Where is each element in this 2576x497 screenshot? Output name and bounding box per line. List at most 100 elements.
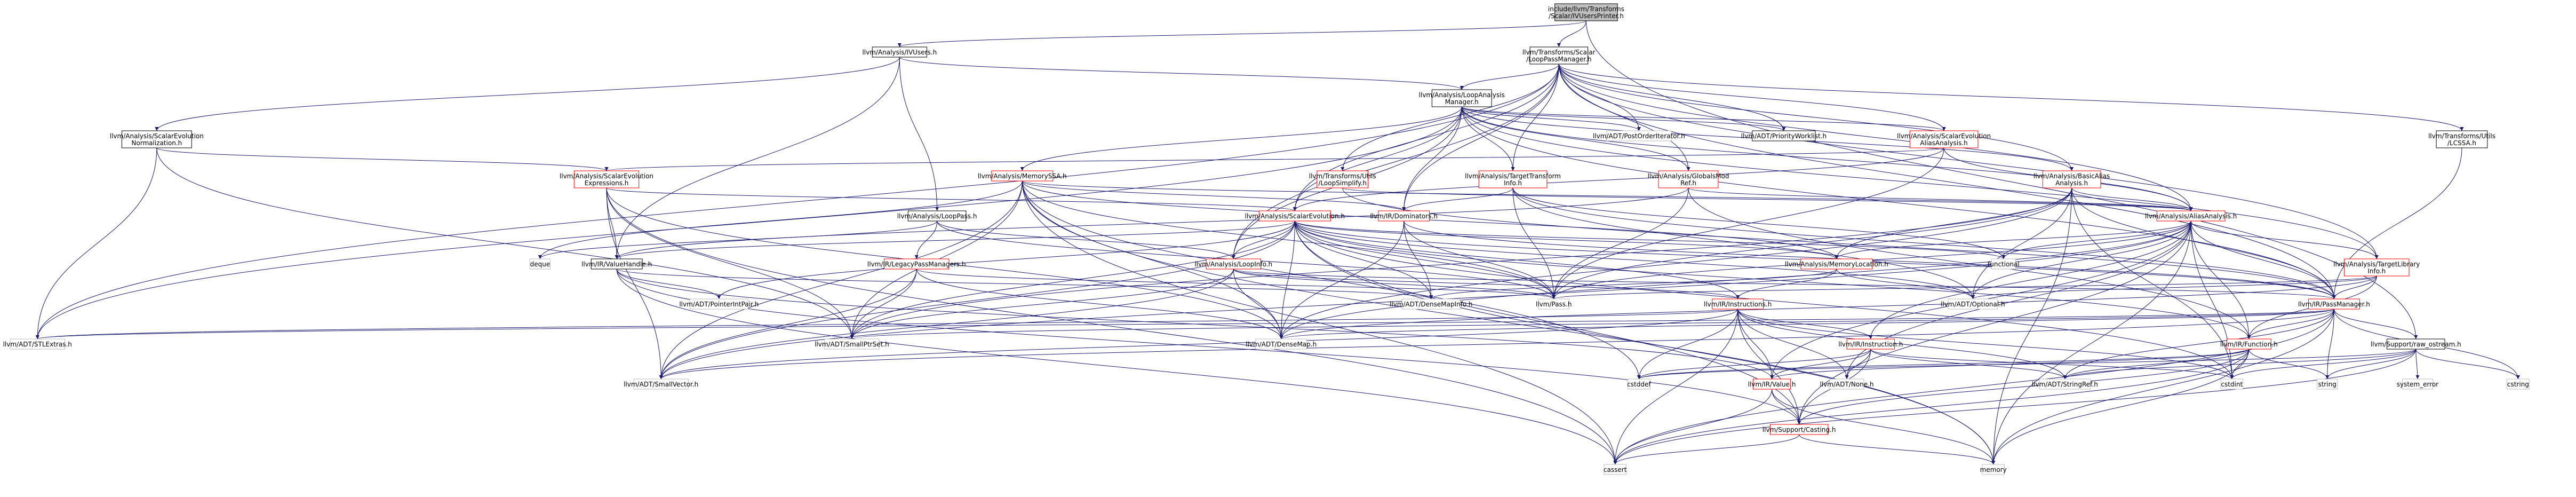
node-aliasanalysis[interactable]: llvm/Analysis/AliasAnalysis.h <box>2145 210 2237 222</box>
node-label: llvm/Analysis/LoopAnalysis <box>1419 91 1505 99</box>
node-label: Normalization.h <box>131 139 182 147</box>
edge-looppassmgr-to-stlextras <box>35 64 1559 340</box>
node-root: include/llvm/Transforms/Scalar/IVUsersPr… <box>1548 3 1624 21</box>
node-irvalue[interactable]: llvm/IR/Value.h <box>1748 378 1796 390</box>
edge-basicaa-to-memory <box>1991 187 2072 465</box>
node-rawostream[interactable]: llvm/Support/raw_ostream.h <box>2371 338 2461 350</box>
node-function[interactable]: llvm/IR/Function.h <box>2220 338 2278 350</box>
node-legacypassmgrs[interactable]: llvm/IR/LegacyPassManagers.h <box>867 258 966 270</box>
edge-loopanalysismgr-to-postorder <box>1461 106 1641 131</box>
node-box <box>529 258 551 270</box>
node-box <box>1317 170 1369 188</box>
edge-basicaa-to-passmanager <box>2071 187 2336 299</box>
edge-loopanalysismgr-to-stlextras <box>35 106 1462 340</box>
node-box <box>1846 338 1895 350</box>
node-box <box>1255 338 1307 350</box>
node-scevaa[interactable]: llvm/Analysis/ScalarEvolutionAliasAnalys… <box>1897 130 1991 148</box>
edge-looppassmgr-to-tli <box>1558 64 2379 259</box>
node-memoryssa[interactable]: llvm/Analysis/MemorySSA.h <box>978 170 1067 182</box>
node-label: Info.h <box>1504 179 1522 187</box>
node-scalarevolution[interactable]: llvm/Analysis/ScalarEvolution.h <box>1245 210 1345 222</box>
node-smallvector: llvm/ADT/SmallVector.h <box>624 378 698 390</box>
node-label: llvm/IR/Instruction.h <box>1838 341 1903 348</box>
node-box <box>1478 170 1548 188</box>
edge-looppass-to-deque <box>538 220 938 259</box>
node-looppass[interactable]: llvm/Analysis/LoopPass.h <box>897 210 977 222</box>
edge-basicaa-to-cstdint <box>2071 187 2234 380</box>
node-instructions[interactable]: llvm/IR/Instructions.h <box>1704 298 1772 310</box>
edge-basicaa-to-densemap <box>1279 187 2072 340</box>
node-label: /LCSSA.h <box>2447 139 2476 147</box>
edge-function-to-memory <box>1991 349 2250 465</box>
node-box <box>1769 424 1829 435</box>
node-label: llvm/IR/Function.h <box>2220 341 2278 348</box>
node-label: llvm/Pass.h <box>1536 301 1572 308</box>
node-box <box>591 258 643 270</box>
edge-casting-to-cassert <box>1613 434 1800 465</box>
edge-loopanalysismgr-to-globalsmodref <box>1461 106 1690 171</box>
node-box <box>2507 378 2530 390</box>
node-label: llvm/Analysis/ScalarEvolution.h <box>1245 212 1345 220</box>
edge-scalarevolution-to-valuehandle <box>615 220 1295 259</box>
node-loopinfo[interactable]: llvm/Analysis/LoopInfo.h <box>1194 258 1272 270</box>
edge-irvalue-to-cassert <box>1613 389 1773 465</box>
edge-looppassmgr-to-aliasanalysis <box>1558 64 2193 211</box>
edge-loopanalysismgr-to-memoryssa <box>1020 106 1462 171</box>
edge-tti-to-pass <box>1512 187 1556 299</box>
edge-loopanalysismgr-to-tti <box>1461 106 1515 171</box>
edge-basicaa-to-memorylocation <box>1835 187 2072 259</box>
node-lcssa[interactable]: llvm/Transforms/Utils/LCSSA.h <box>2428 130 2495 148</box>
edge-ivusers-to-looppass <box>899 57 939 211</box>
edge-memoryssa-to-aliasanalysis <box>1022 180 2193 211</box>
node-priorityworklist[interactable]: llvm/ADT/PriorityWorklist.h <box>1741 130 1827 141</box>
node-box <box>2039 378 2091 390</box>
edge-dominators-to-pass <box>1403 220 1556 299</box>
node-box <box>872 46 927 58</box>
node-cassert: cassert <box>1604 464 1627 475</box>
edge-legacypassmgrs-to-pass <box>916 269 1556 299</box>
node-box <box>633 378 689 390</box>
edge-scalarevolution-to-memory <box>1294 220 1996 465</box>
node-label: functional <box>1988 261 2020 268</box>
node-loopsimplify[interactable]: llvm/Transforms/Utils/LoopSimplify.h <box>1309 170 1376 188</box>
node-dominators[interactable]: llvm/IR/Dominators.h <box>1370 210 1438 222</box>
node-valuehandle[interactable]: llvm/IR/ValueHandle.h <box>581 258 652 270</box>
node-label: llvm/ADT/SmallPtrSet.h <box>815 341 889 348</box>
node-instruction[interactable]: llvm/IR/Instruction.h <box>1838 338 1903 350</box>
edge-looppassmgr-to-postorder <box>1558 64 1641 131</box>
node-looppassmgr[interactable]: llvm/Transforms/Scalar/LoopPassManager.h <box>1522 46 1596 65</box>
edge-instructions-to-cassert <box>1613 309 1738 465</box>
node-label: /Scalar/IVUsersPrinter.h <box>1549 12 1624 20</box>
edge-scevexp-to-smallptrset <box>606 187 854 340</box>
node-box <box>121 130 192 148</box>
node-memory: memory <box>1980 464 2007 475</box>
node-scevnorm[interactable]: llvm/Analysis/ScalarEvolutionNormalizati… <box>110 130 204 148</box>
edge-passmanager-to-function <box>2247 309 2334 340</box>
edge-basicaa-to-pass <box>1552 187 2072 299</box>
edge-looppass-to-loopinfo <box>937 220 1235 259</box>
node-passmanager[interactable]: llvm/IR/PassManager.h <box>2298 298 2370 310</box>
edge-aliasanalysis-to-tli <box>2190 220 2379 259</box>
edge-scevnorm-to-stlextras <box>35 147 157 340</box>
edge-irvalue-to-casting <box>1772 389 1801 425</box>
edge-scalarevolution-to-loopinfo <box>1231 220 1295 259</box>
edge-scevexp-to-smallvector <box>606 187 663 380</box>
node-label: memory <box>1980 466 2007 474</box>
edge-loopinfo-to-passmanager <box>1233 269 2336 299</box>
edge-memorylocation-to-optional <box>1836 269 1975 299</box>
edge-aliasanalysis-to-memory <box>1991 220 2191 465</box>
edge-memorylocation-to-densemapinfo <box>1429 269 1837 299</box>
edge-passmanager-to-stlextras <box>36 309 2334 340</box>
node-memorylocation[interactable]: llvm/Analysis/MemoryLocation.h <box>1785 258 1888 270</box>
node-scevexp[interactable]: llvm/Analysis/ScalarEvolutionExpressions… <box>560 170 653 188</box>
edge-function-to-cstddef <box>1637 349 2250 380</box>
node-casting[interactable]: llvm/Support/Casting.h <box>1762 424 1836 435</box>
edge-passmanager-to-string <box>2325 309 2334 380</box>
node-ivusers[interactable]: llvm/Analysis/IVUsers.h <box>862 46 937 58</box>
